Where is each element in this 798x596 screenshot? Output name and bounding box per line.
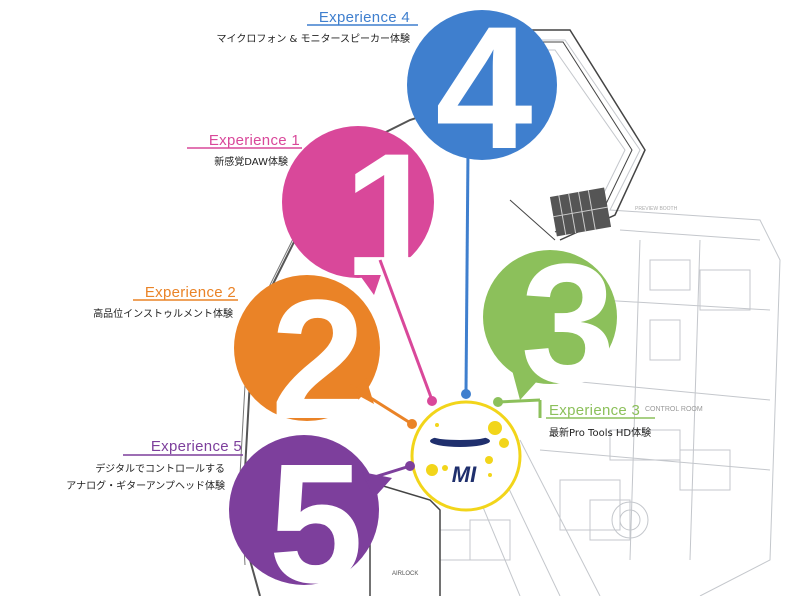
label-exp2: Experience 2 [80, 284, 236, 301]
floorplan-airlock: AIRLOCK [392, 571, 418, 577]
label-exp5-sub: デジタルでコントロールする アナログ・ギターアンプヘッド体験 [40, 460, 225, 492]
floorplan-control-room: CONTROL ROOM [645, 406, 703, 413]
circle-exp2[interactable]: 2 [234, 265, 380, 455]
dot-exp5 [405, 461, 415, 471]
exp2-title: Experience 2 [144, 284, 236, 301]
connector-exp4 [464, 149, 470, 393]
exp5-subtitle-line1: デジタルでコントロールする [95, 464, 225, 475]
floorplan-booth: PREVIEW BOOTH [635, 206, 678, 212]
label-exp1-sub: 新感覚DAW体験 [140, 153, 288, 168]
connector-exp2 [349, 383, 413, 426]
exp3-title: Experience 3 [549, 402, 641, 419]
circle-exp4[interactable]: 4 [407, 0, 557, 186]
circle-exp1[interactable]: 1 [282, 118, 441, 313]
dot-exp2 [407, 419, 417, 429]
connector-exp5 [364, 464, 411, 482]
connectors [349, 149, 542, 482]
logo-ring [410, 400, 522, 512]
connector-exp1 [378, 259, 434, 401]
floorplan-background [239, 29, 781, 596]
circle-exp5[interactable]: 5 [229, 429, 392, 596]
dot-exp3 [493, 397, 503, 407]
number-5: 5 [269, 429, 364, 596]
number-4: 4 [435, 0, 532, 186]
exp4-title: Experience 4 [318, 9, 410, 26]
connector-exp3 [497, 398, 541, 404]
exp4-subtitle: マイクロフォン & モニタースピーカー体験 [216, 34, 410, 45]
label-exp3-sub: 最新Pro Tools HD体験 [549, 424, 651, 439]
exp5-title: Experience 5 [150, 438, 242, 455]
label-exp2-sub: 高品位インストゥルメント体験 [40, 305, 233, 320]
number-3: 3 [521, 229, 616, 419]
number-2: 2 [271, 265, 366, 455]
number-1: 1 [343, 118, 440, 313]
exp1-subtitle: 新感覚DAW体験 [214, 157, 288, 168]
dot-exp1 [427, 396, 437, 406]
logo-text: MI [452, 462, 477, 487]
title-underlines [123, 24, 655, 456]
circle-exp3[interactable]: 3 [483, 229, 617, 419]
label-exp4-sub: マイクロフォン & モニタースピーカー体験 [160, 30, 410, 45]
exp2-subtitle: 高品位インストゥルメント体験 [93, 309, 233, 320]
label-exp5: Experience 5 [80, 438, 242, 455]
label-exp3: Experience 3 [549, 402, 640, 419]
center-logo: MI [410, 400, 522, 512]
exp1-title: Experience 1 [208, 132, 300, 149]
exp3-subtitle: 最新Pro Tools HD体験 [549, 428, 652, 439]
ring-dots [405, 389, 503, 471]
stair-block [549, 187, 612, 237]
exp5-subtitle-line2: アナログ・ギターアンプヘッド体験 [66, 481, 225, 492]
label-exp1: Experience 1 [140, 132, 300, 149]
dot-exp4 [461, 389, 471, 399]
label-exp4: Experience 4 [260, 9, 410, 26]
logo-dot [488, 421, 502, 435]
